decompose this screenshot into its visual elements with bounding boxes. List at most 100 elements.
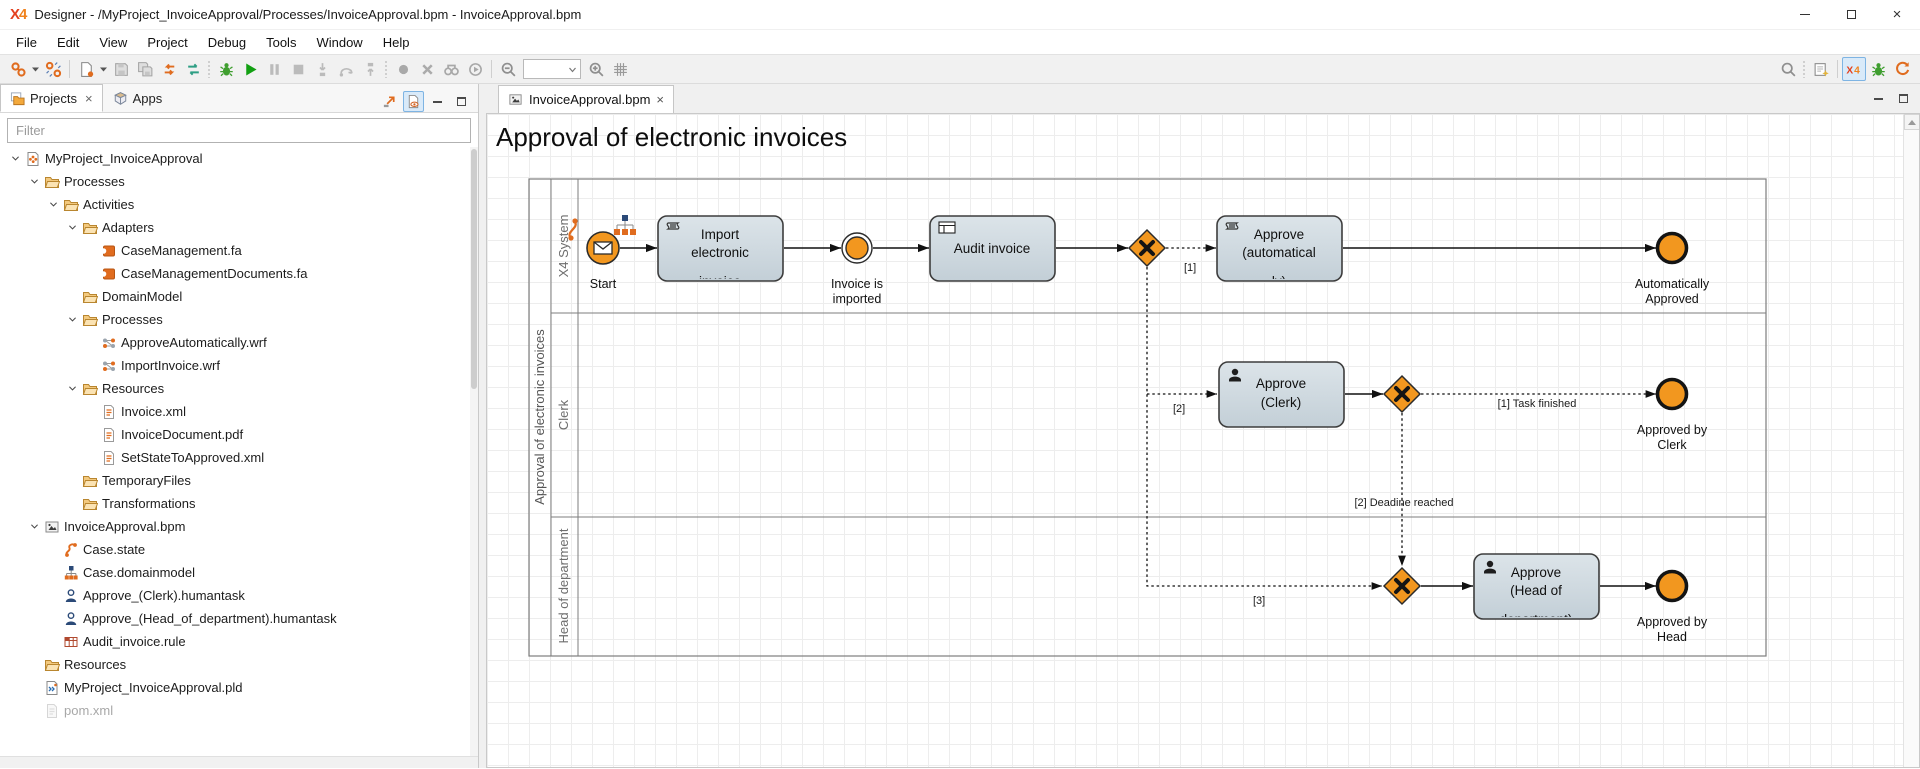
- editor-tab-close-icon[interactable]: ×: [656, 92, 664, 107]
- search-button[interactable]: [1776, 57, 1800, 81]
- tab-apps[interactable]: Apps: [103, 84, 173, 112]
- tree-item-invoice-xml[interactable]: Invoice.xml: [0, 400, 478, 423]
- step-into-button[interactable]: [310, 57, 334, 81]
- unlink-button[interactable]: [41, 57, 65, 81]
- end-event-approved-by-clerk[interactable]: [1655, 377, 1689, 411]
- save-button[interactable]: [109, 57, 133, 81]
- tree-item-resources[interactable]: Resources: [0, 653, 478, 676]
- task-board-button[interactable]: [1809, 57, 1833, 81]
- end-event-automatically-approved[interactable]: [1655, 231, 1689, 265]
- exclusive-gateway-2[interactable]: [1382, 374, 1422, 414]
- inspect-button[interactable]: [439, 57, 463, 81]
- expander-icon[interactable]: [64, 381, 80, 397]
- link-with-editor-button[interactable]: [379, 91, 400, 112]
- tree-item-approveautomatically-wrf[interactable]: ApproveAutomatically.wrf: [0, 331, 478, 354]
- tree-horizontal-scrollbar[interactable]: [0, 756, 478, 768]
- menu-debug[interactable]: Debug: [207, 34, 247, 50]
- step-return-button[interactable]: [358, 57, 382, 81]
- stop-button[interactable]: [286, 57, 310, 81]
- zoom-in-button[interactable]: [584, 57, 608, 81]
- refresh-button[interactable]: [1890, 57, 1914, 81]
- terminate-button[interactable]: [415, 57, 439, 81]
- tree-item-casemanagement-fa[interactable]: CaseManagement.fa: [0, 239, 478, 262]
- case-domainmodel-badge-icon[interactable]: [614, 215, 636, 235]
- tree-item-invoiceapproval-bpm[interactable]: InvoiceApproval.bpm: [0, 515, 478, 538]
- debug-button[interactable]: [214, 57, 238, 81]
- menu-tools[interactable]: Tools: [266, 34, 297, 50]
- record-button[interactable]: [391, 57, 415, 81]
- menu-view[interactable]: View: [99, 34, 128, 50]
- tree-item-approve-head-of-department-humantask[interactable]: Approve_(Head_of_department).humantask: [0, 607, 478, 630]
- expander-icon[interactable]: [64, 312, 80, 328]
- tree-item-processes[interactable]: Processes: [0, 170, 478, 193]
- menu-project[interactable]: Project: [147, 34, 188, 50]
- tab-projects-close-icon[interactable]: ×: [84, 90, 93, 106]
- import-electronic-invoice-task[interactable]: Import electronic invoice: [657, 215, 784, 289]
- tree-item-myproject-invoiceapproval-pld[interactable]: MyProject_InvoiceApproval.pld: [0, 676, 478, 699]
- zoom-level-combo[interactable]: [523, 59, 581, 79]
- tree-item-temporaryfiles[interactable]: TemporaryFiles: [0, 469, 478, 492]
- new-file-button[interactable]: [74, 57, 98, 81]
- pause-button[interactable]: [262, 57, 286, 81]
- debug-perspective-button[interactable]: [1866, 57, 1890, 81]
- tree-item-activities[interactable]: Activities: [0, 193, 478, 216]
- tree-item-setstatetoapproved-xml[interactable]: SetStateToApproved.xml: [0, 446, 478, 469]
- window-maximize-button[interactable]: [1828, 0, 1874, 29]
- save-all-button[interactable]: [133, 57, 157, 81]
- tab-invoiceapproval-bpm[interactable]: InvoiceApproval.bpm ×: [498, 85, 674, 113]
- exclusive-gateway-1[interactable]: [1127, 228, 1167, 268]
- menu-file[interactable]: File: [16, 34, 37, 50]
- dropdown-caret-icon[interactable]: [30, 57, 41, 81]
- menu-window[interactable]: Window: [316, 34, 363, 50]
- tree-item-pom-xml[interactable]: pom.xml: [0, 699, 478, 722]
- tree-item-processes[interactable]: Processes: [0, 308, 478, 331]
- tree-scrollbar[interactable]: [470, 147, 478, 756]
- tree-item-myproject-invoiceapproval[interactable]: MyProject_InvoiceApproval: [0, 147, 478, 170]
- case-state-badge-icon[interactable]: [568, 218, 578, 241]
- tree-item-approve-clerk-humantask[interactable]: Approve_(Clerk).humantask: [0, 584, 478, 607]
- expander-icon[interactable]: [7, 151, 23, 167]
- approve-clerk-task[interactable]: Approve (Clerk): [1218, 361, 1345, 428]
- tree-item-importinvoice-wrf[interactable]: ImportInvoice.wrf: [0, 354, 478, 377]
- approve-head-of-department-task[interactable]: Approve (Head of department): [1473, 553, 1600, 627]
- window-close-button[interactable]: ×: [1874, 0, 1920, 29]
- tree-item-adapters[interactable]: Adapters: [0, 216, 478, 239]
- tree-item-case-state[interactable]: Case.state: [0, 538, 478, 561]
- expander-icon[interactable]: [45, 197, 61, 213]
- window-minimize-button[interactable]: [1782, 0, 1828, 29]
- tree-item-transformations[interactable]: Transformations: [0, 492, 478, 515]
- pool-approval-of-electronic-invoices[interactable]: Approval of electronic invoices X4 Syste…: [528, 178, 1767, 657]
- link-button[interactable]: [6, 57, 30, 81]
- tree-item-casemanagementdocuments-fa[interactable]: CaseManagementDocuments.fa: [0, 262, 478, 285]
- exclusive-gateway-3[interactable]: [1382, 566, 1422, 606]
- end-event-approved-by-head[interactable]: [1655, 569, 1689, 603]
- menu-help[interactable]: Help: [382, 34, 410, 50]
- tree-item-resources[interactable]: Resources: [0, 377, 478, 400]
- approve-automatically-task[interactable]: Approve (automatical ly): [1216, 215, 1343, 289]
- run-button[interactable]: [238, 57, 262, 81]
- tree-item-invoicedocument-pdf[interactable]: InvoiceDocument.pdf: [0, 423, 478, 446]
- filter-input[interactable]: [7, 118, 471, 143]
- resume-button[interactable]: [463, 57, 487, 81]
- editor-maximize-button[interactable]: [1893, 88, 1914, 109]
- editor-minimize-button[interactable]: [1868, 88, 1889, 109]
- start-event[interactable]: [586, 231, 620, 265]
- compare-button[interactable]: [181, 57, 205, 81]
- menu-edit[interactable]: Edit: [56, 34, 80, 50]
- expander-icon[interactable]: [26, 519, 42, 535]
- panel-maximize-button[interactable]: [451, 91, 472, 112]
- flow-gateway1-to-gateway3[interactable]: [1146, 267, 1382, 590]
- tree-item-case-domainmodel[interactable]: Case.domainmodel: [0, 561, 478, 584]
- step-over-button[interactable]: [334, 57, 358, 81]
- scroll-up-button[interactable]: [1904, 114, 1919, 130]
- audit-invoice-task[interactable]: Audit invoice: [929, 215, 1056, 282]
- tree-item-audit-invoice-rule[interactable]: Audit_invoice.rule: [0, 630, 478, 653]
- canvas-vertical-scrollbar[interactable]: [1903, 114, 1919, 767]
- dropdown-caret-icon[interactable]: [98, 57, 109, 81]
- expander-icon[interactable]: [64, 220, 80, 236]
- sync-button[interactable]: [157, 57, 181, 81]
- tab-projects[interactable]: Projects ×: [0, 84, 103, 112]
- invoice-imported-event[interactable]: [841, 232, 873, 264]
- tree-item-domainmodel[interactable]: DomainModel: [0, 285, 478, 308]
